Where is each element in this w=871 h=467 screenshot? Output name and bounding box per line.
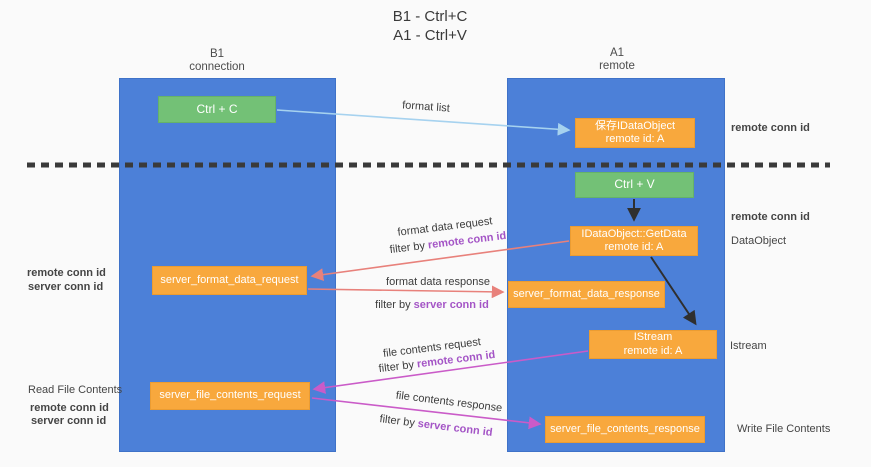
label-remote-conn-id-right-mid: remote conn id [731,211,810,223]
filter-by-text: filter by [375,299,411,311]
label-server-conn-id-left-2: server conn id [31,415,107,427]
istream-line1: IStream [633,331,673,343]
node-ctrl-c: Ctrl + C [158,96,276,123]
server-format-data-request-label: server_format_data_request [160,273,299,286]
label-istream: Istream [730,340,767,352]
node-server-format-data-response: server_format_data_response [508,281,665,308]
save-dataobject-line1: 保存IDataObject [594,119,676,132]
right-lane-header: A1 remote [599,47,635,73]
ctrl-v-label: Ctrl + V [614,177,655,192]
label-remote-conn-id-right-top: remote conn id [731,122,810,134]
label-write-file-contents: Write File Contents [737,423,831,435]
server-file-contents-response-label: server_file_contents_response [550,422,700,435]
left-lane-title: B1 [209,48,225,60]
ctrl-c-label: Ctrl + C [196,101,238,116]
istream-line2: remote id: A [623,344,683,357]
arrow-format-data-response [307,285,505,299]
title-line-1: B1 - Ctrl+C [392,8,468,25]
node-server-file-contents-request: server_file_contents_request [150,382,310,410]
getdata-line1: IDataObject::GetData [581,227,687,240]
node-idataobject-getdata: IDataObject::GetData remote id: A [570,226,698,256]
filter-key-server-conn-id: server conn id [413,299,489,311]
label-dataobject: DataObject [731,235,787,247]
edge-label-file-contents-response: file contents response [395,389,503,415]
node-server-format-data-request: server_format_data_request [152,266,307,295]
node-save-dataobject: 保存IDataObject remote id: A [575,118,695,148]
node-ctrl-v: Ctrl + V [575,172,694,198]
filter-by-text: filter by [378,413,416,430]
node-istream: IStream remote id: A [589,330,717,359]
getdata-line2: remote id: A [604,241,664,253]
save-dataobject-line2: remote id: A [605,133,665,145]
right-lane-title: A1 [609,47,625,59]
diagram-title: B1 - Ctrl+C A1 - Ctrl+V [393,7,468,45]
node-server-file-contents-response: server_file_contents_response [545,416,705,443]
label-remote-conn-id-left-2: remote conn id [30,402,109,414]
edge-label-format-data-response: format data response [386,276,490,288]
left-lane-header: B1 connection [189,48,245,74]
filter-by-text: filter by [378,358,415,376]
label-remote-conn-id-left-1: remote conn id [27,267,106,279]
filter-by-text: filter by [389,239,426,257]
filter-key-server-conn-id: server conn id [417,417,494,439]
title-line-2: A1 - Ctrl+V [393,27,467,44]
label-server-conn-id-left-1: server conn id [28,281,104,293]
left-lane-subtitle: connection [189,61,245,73]
right-lane-subtitle: remote [599,60,635,72]
edge-label-format-list: format list [401,99,451,115]
label-read-file-contents: Read File Contents [28,384,123,396]
server-format-data-response-label: server_format_data_response [513,287,660,300]
server-file-contents-request-label: server_file_contents_request [159,389,301,402]
